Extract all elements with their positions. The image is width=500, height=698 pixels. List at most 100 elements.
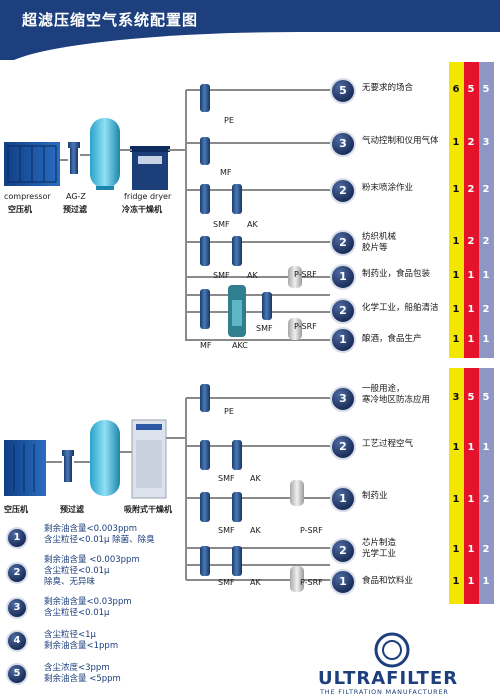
- dryer-label-cn: 冷冻干燥机: [122, 205, 162, 214]
- rating-blue: 5: [482, 392, 490, 403]
- dryer-label-en: fridge dryer: [124, 192, 172, 201]
- legend-line: 含尘粒径<1μ: [44, 630, 96, 640]
- pipes-bottom: [46, 397, 330, 581]
- legend-line: 除臭、无异味: [44, 577, 96, 587]
- column-red-bottom: [464, 368, 479, 604]
- application-label: 纺织机械 胶片等: [362, 232, 397, 253]
- filter-smf2-bottom: [200, 492, 210, 522]
- prefilter-bottom: [62, 450, 74, 482]
- rating-yellow: 1: [452, 184, 460, 195]
- legend-line: 含尘粒径<0.01μ 除菌、除臭: [44, 535, 155, 545]
- filter-ak2-top: [232, 236, 242, 266]
- legend-line: 剩余油含量<0.003ppm: [44, 524, 138, 534]
- filter-mf-top: [200, 137, 210, 165]
- legend-line: 含尘浓度<3ppm: [44, 663, 110, 673]
- application-label: 一般用途， 寒冷地区防冻应用: [362, 384, 431, 405]
- rating-yellow: 1: [452, 304, 460, 315]
- rating-red: 1: [467, 442, 475, 453]
- application-label: 食品和饮料业: [362, 576, 414, 586]
- rating-yellow: 1: [452, 270, 460, 281]
- legend-badge: 5: [6, 663, 28, 685]
- compressor-bottom: [4, 440, 46, 496]
- compressor-label-cn-bottom: 空压机: [4, 505, 28, 514]
- legend-line: 含尘粒径<0.01μ: [44, 566, 110, 576]
- filter-label-smf2: SMF: [213, 271, 230, 280]
- rating-blue: 1: [482, 576, 490, 587]
- filter-label-psrf2-bottom: P-SRF: [300, 578, 323, 587]
- legend-badge: 2: [6, 562, 28, 584]
- filter-smf1-bottom: [200, 440, 210, 470]
- quality-badge: 2: [330, 178, 356, 204]
- quality-badge: 5: [330, 78, 356, 104]
- filter-label-smf1-bottom: SMF: [218, 474, 235, 483]
- filter-pe-top: [200, 84, 210, 112]
- filter-label-pe: PE: [224, 116, 234, 125]
- filter-smf1-top: [200, 184, 210, 214]
- filter-label-ak3-bottom: AK: [250, 578, 261, 587]
- rating-blue: 5: [482, 84, 490, 95]
- ultrafilter-tagline: THE FILTRATION MANUFACTURER: [320, 688, 449, 696]
- application-label: 化学工业，船舶清洁: [362, 303, 439, 313]
- quality-badge: 3: [330, 386, 356, 412]
- quality-badge: 1: [330, 569, 356, 595]
- rating-red: 1: [467, 544, 475, 555]
- rating-red: 2: [467, 236, 475, 247]
- dryer-label-cn-bottom: 吸附式干燥机: [124, 505, 172, 514]
- filter-label-pe-bottom: PE: [224, 407, 234, 416]
- application-label: 酿酒，食品生产: [362, 334, 422, 344]
- rating-red: 1: [467, 334, 475, 345]
- column-yellow-top: [449, 62, 464, 358]
- filter-psrf1-top: [288, 266, 302, 288]
- rating-red: 2: [467, 184, 475, 195]
- compressor-label-cn: 空压机: [8, 205, 32, 214]
- rating-yellow: 1: [452, 576, 460, 587]
- column-blue-bottom: [479, 368, 494, 604]
- quality-badge: 2: [330, 230, 356, 256]
- air-tank-top: [90, 118, 120, 190]
- application-label: 芯片制造 光学工业: [362, 538, 397, 559]
- rating-yellow: 1: [452, 544, 460, 555]
- rating-blue: 1: [482, 270, 490, 281]
- rating-yellow: 3: [452, 392, 460, 403]
- rating-blue: 1: [482, 334, 490, 345]
- legend-badge: 1: [6, 527, 28, 549]
- rating-blue: 2: [482, 544, 490, 555]
- filter-label-psrf2: P-SRF: [294, 322, 317, 331]
- filter-label-psrf1: P-SRF: [294, 270, 317, 279]
- application-label: 气动控制和仪用气体: [362, 136, 439, 146]
- filter-label-ak1: AK: [247, 220, 258, 229]
- prefilter-label-cn: 预过滤: [63, 205, 87, 214]
- pipes-top: [60, 89, 330, 341]
- rating-red: 1: [467, 494, 475, 505]
- rating-yellow: 1: [452, 334, 460, 345]
- rating-blue: 1: [482, 442, 490, 453]
- rating-red: 5: [467, 84, 475, 95]
- rating-yellow: 6: [452, 84, 460, 95]
- quality-badge: 2: [330, 538, 356, 564]
- filter-ak1-bottom: [232, 440, 242, 470]
- legend-line: 剩余油含量 <0.003ppm: [44, 555, 140, 565]
- filter-smf2-top: [200, 236, 210, 266]
- filter-ak1-top: [232, 184, 242, 214]
- application-label: 工艺过程空气: [362, 439, 414, 449]
- fridge-dryer-unit: [130, 146, 170, 190]
- page-title: 超滤压缩空气系统配置图: [22, 11, 199, 29]
- filter-psrf2-top: [288, 318, 302, 340]
- filter-label-smf1: SMF: [213, 220, 230, 229]
- filter-mf2-top: [200, 289, 210, 329]
- rating-red: 1: [467, 576, 475, 587]
- rating-blue: 2: [482, 184, 490, 195]
- application-label: 制药业，食品包装: [362, 269, 431, 279]
- quality-badge: 3: [330, 131, 356, 157]
- filter-akc-top: [228, 285, 246, 337]
- application-label: 无要求的场合: [362, 83, 414, 93]
- filter-label-smf3: SMF: [256, 324, 273, 333]
- air-tank-bottom: [90, 420, 120, 496]
- rating-red: 1: [467, 304, 475, 315]
- column-red-top: [464, 62, 479, 358]
- prefilter-label-en: AG-Z: [66, 192, 86, 201]
- filter-label-ak2: AK: [247, 271, 258, 280]
- quality-badge: 2: [330, 434, 356, 460]
- ultrafilter-emblem: [374, 632, 410, 668]
